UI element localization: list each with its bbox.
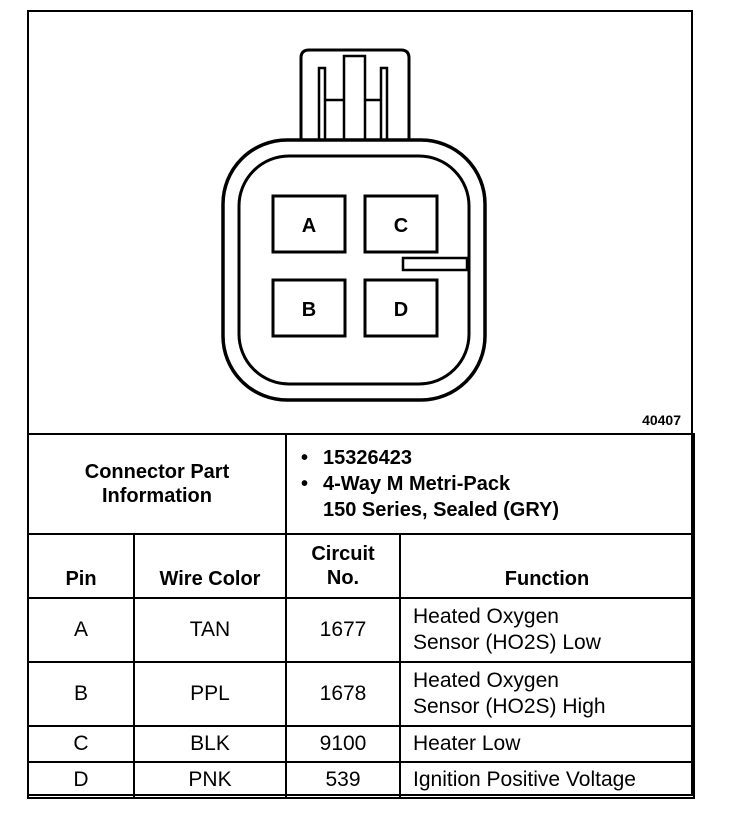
header-circuit-no: Circuit No. bbox=[285, 533, 401, 599]
pin-cavity-b bbox=[271, 278, 347, 338]
latch-tab bbox=[299, 48, 411, 142]
cell-pin: D bbox=[27, 761, 135, 799]
header-wire-color: Wire Color bbox=[133, 533, 287, 599]
header-pin: Pin bbox=[27, 533, 135, 599]
cell-circuit: 539 bbox=[285, 761, 401, 799]
part-info-label-line2: Information bbox=[102, 485, 212, 507]
cell-wire-color: PPL bbox=[133, 661, 287, 727]
bullet-1: • bbox=[301, 447, 309, 469]
connector-type-item: • 4-Way M Metri-Pack bbox=[301, 471, 693, 497]
cell-wire-color: BLK bbox=[133, 725, 287, 763]
connector-series: 150 Series, Sealed (GRY) bbox=[323, 499, 560, 521]
cell-function: Heater Low bbox=[398, 725, 696, 763]
function-line2: Sensor (HO2S) Low bbox=[413, 631, 601, 654]
connector-diagram: A C B D 40407 bbox=[29, 12, 691, 434]
table-row: A TAN 1677 Heated Oxygen Sensor (HO2S) L… bbox=[27, 597, 696, 663]
cell-pin: B bbox=[27, 661, 135, 727]
connector-face-drawing: A C B D bbox=[221, 48, 487, 402]
cell-circuit: 9100 bbox=[285, 725, 401, 763]
cell-circuit: 1678 bbox=[285, 661, 401, 727]
cell-pin: A bbox=[27, 597, 135, 663]
connector-series-item: 150 Series, Sealed (GRY) bbox=[323, 497, 693, 523]
table-row: D PNK 539 Ignition Positive Voltage bbox=[27, 761, 696, 799]
part-info-label: Connector Part Information bbox=[27, 433, 287, 535]
header-circuit-line1: Circuit bbox=[311, 543, 375, 565]
pin-label-d: D bbox=[394, 299, 408, 321]
function-line1: Heated Oxygen bbox=[413, 669, 559, 692]
connector-type: 4-Way M Metri-Pack bbox=[323, 473, 511, 495]
column-header-row: Pin Wire Color Circuit No. Function bbox=[27, 533, 696, 599]
polarizing-key bbox=[401, 256, 469, 272]
function-line1: Heated Oxygen bbox=[413, 605, 559, 628]
pin-cavity-d bbox=[363, 278, 439, 338]
cell-function: Heated Oxygen Sensor (HO2S) Low bbox=[398, 597, 696, 663]
pin-label-a: A bbox=[302, 215, 316, 237]
pin-label-b: B bbox=[302, 299, 316, 321]
part-info-list: • 15326423 • 4-Way M Metri-Pack 150 Seri… bbox=[284, 433, 696, 535]
cell-circuit: 1677 bbox=[285, 597, 401, 663]
bullet-2: • bbox=[301, 473, 309, 495]
part-info-label-line1: Connector Part bbox=[84, 461, 230, 483]
figure-id: 40407 bbox=[642, 412, 681, 428]
connector-frame: A C B D 40407 Connector Part Information… bbox=[27, 10, 696, 799]
table-row: B PPL 1678 Heated Oxygen Sensor (HO2S) H… bbox=[27, 661, 696, 727]
part-number-item: • 15326423 bbox=[301, 445, 693, 471]
cell-pin: C bbox=[27, 725, 135, 763]
cell-wire-color: TAN bbox=[133, 597, 287, 663]
header-function: Function bbox=[398, 533, 696, 599]
connector-info-table: Connector Part Information • 15326423 • … bbox=[27, 433, 696, 799]
function-line2: Sensor (HO2S) High bbox=[413, 695, 606, 718]
cell-function: Heated Oxygen Sensor (HO2S) High bbox=[398, 661, 696, 727]
part-number: 15326423 bbox=[323, 447, 412, 469]
header-circuit-line2: No. bbox=[326, 567, 360, 589]
pin-cavity-c bbox=[363, 194, 439, 254]
table-row: C BLK 9100 Heater Low bbox=[27, 725, 696, 763]
cell-function: Ignition Positive Voltage bbox=[398, 761, 696, 799]
part-info-row: Connector Part Information • 15326423 • … bbox=[27, 433, 696, 535]
pin-label-c: C bbox=[394, 215, 408, 237]
cell-wire-color: PNK bbox=[133, 761, 287, 799]
pin-cavity-a bbox=[271, 194, 347, 254]
